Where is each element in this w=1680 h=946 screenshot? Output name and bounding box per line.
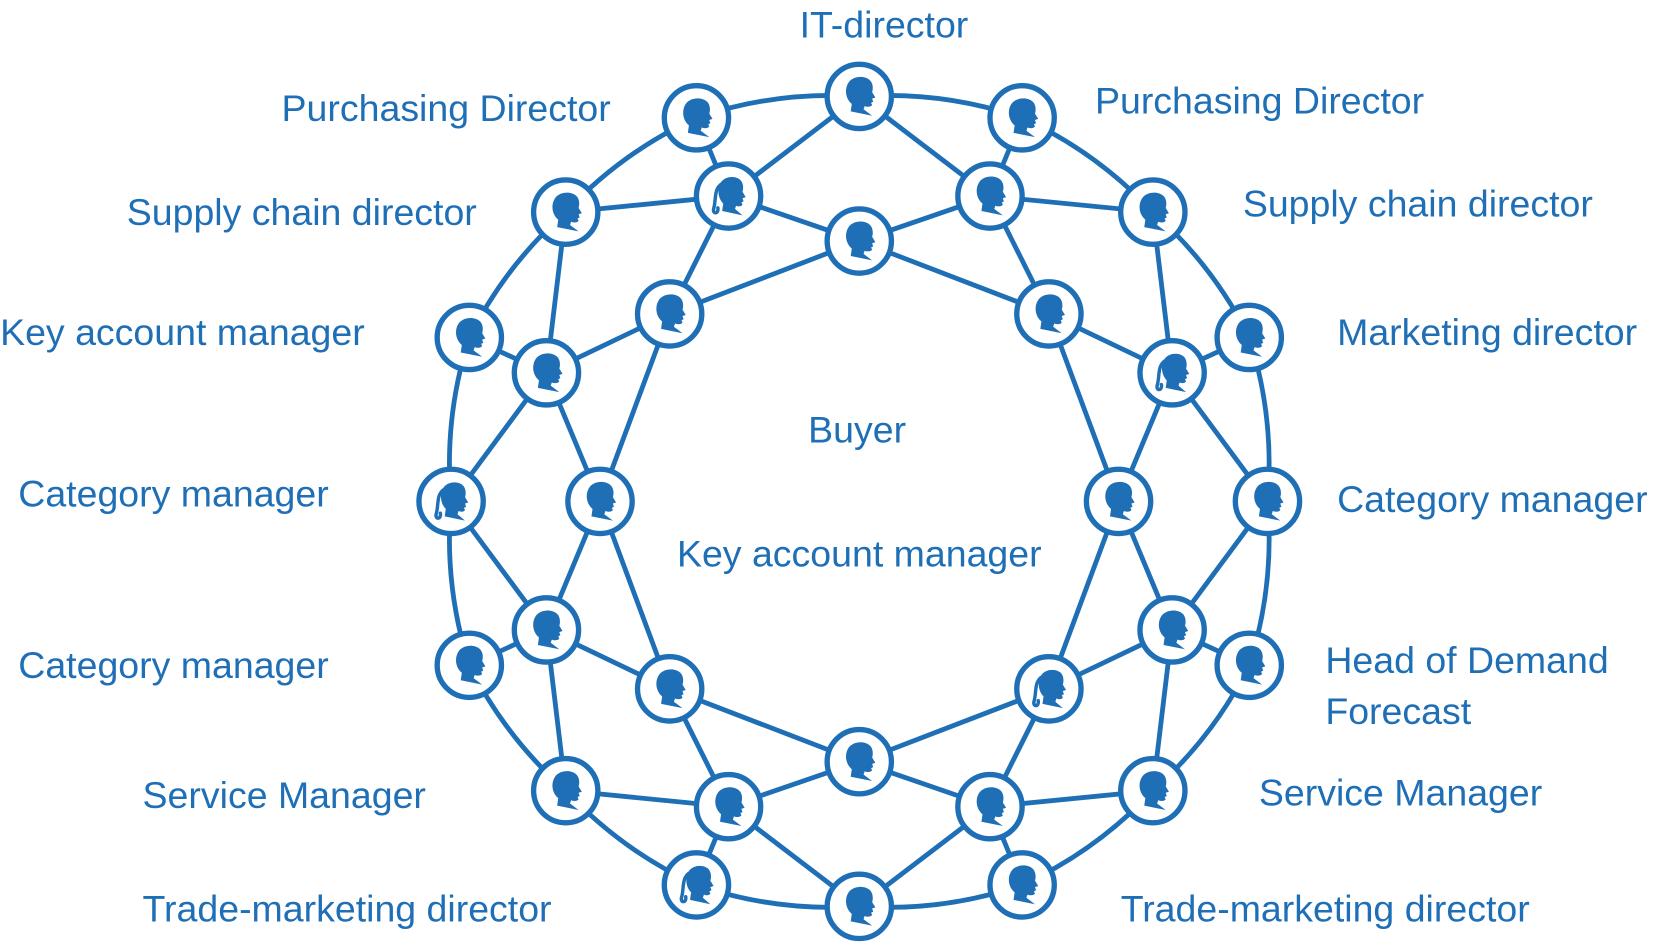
inner-node (824, 206, 895, 276)
inner-node (1014, 654, 1084, 724)
inner-node (634, 279, 705, 349)
male-person-icon (656, 294, 686, 334)
outer-node (434, 302, 505, 373)
inner-node (1083, 466, 1154, 537)
outer-node (1232, 466, 1303, 537)
male-person-icon (456, 317, 486, 357)
male-person-icon (1035, 294, 1065, 334)
middle-node (955, 161, 1025, 231)
center-label-key-account-manager: Key account manager (677, 533, 1042, 575)
label-right-forecast: Forecast (1325, 690, 1471, 732)
middle-node (693, 161, 764, 231)
male-person-icon (533, 610, 563, 650)
label-right-trade-marketing-director: Trade-marketing director (1121, 887, 1530, 929)
male-person-icon (1254, 481, 1284, 521)
nodes (416, 61, 1303, 942)
female-person-icon (1155, 353, 1190, 393)
outer-node (1214, 302, 1285, 373)
middle-node (693, 771, 764, 842)
male-person-icon (586, 481, 617, 521)
male-person-icon (845, 221, 876, 261)
middle-node (955, 771, 1025, 842)
male-person-icon (1235, 317, 1266, 357)
label-left-trade-marketing-director: Trade-marketing director (143, 887, 552, 929)
male-person-icon (1105, 481, 1135, 521)
outer-node (434, 630, 505, 701)
male-person-icon (1008, 865, 1039, 905)
female-person-icon (679, 865, 714, 905)
label-left-service-manager: Service Manager (143, 774, 426, 816)
label-right-purchasing-director: Purchasing Director (1095, 80, 1424, 122)
label-left-key-account-manager: Key account manager (0, 311, 365, 353)
outer-node (661, 83, 732, 153)
outer-node (1118, 177, 1188, 247)
female-person-icon (711, 176, 746, 216)
male-person-icon (1235, 645, 1266, 685)
male-person-icon (456, 645, 486, 685)
label-left-category-manager-2: Category manager (18, 644, 328, 686)
label-it-director: IT-director (800, 3, 969, 45)
label-left-purchasing-director: Purchasing Director (282, 87, 611, 129)
middle-node (511, 338, 582, 408)
inner-node (824, 726, 895, 797)
male-person-icon (552, 192, 582, 232)
male-person-icon (552, 771, 582, 810)
outer-node (416, 466, 486, 537)
middle-node (1137, 338, 1207, 408)
male-person-icon (1139, 771, 1169, 810)
outer-node (824, 61, 895, 132)
middle-node (1137, 595, 1207, 665)
male-person-icon (1008, 98, 1039, 138)
outer-node (530, 177, 601, 247)
outer-node (987, 850, 1057, 920)
middle-node (511, 595, 582, 665)
label-left-category-manager-1: Category manager (18, 473, 328, 515)
label-right-service-manager: Service Manager (1259, 772, 1542, 814)
center-label-buyer: Buyer (808, 408, 906, 450)
inner-node (634, 654, 705, 724)
inner-node (1014, 279, 1084, 349)
male-person-icon (845, 76, 876, 116)
male-person-icon (656, 669, 686, 709)
outer-node (824, 871, 895, 942)
label-right-supply-chain-director: Supply chain director (1243, 182, 1593, 224)
label-left-supply-chain-director: Supply chain director (127, 191, 477, 233)
male-person-icon (1139, 192, 1169, 232)
label-right-head-of-demand: Head of Demand (1325, 639, 1608, 681)
outer-node (987, 83, 1057, 153)
label-right-category-manager: Category manager (1337, 478, 1647, 520)
outer-node (530, 755, 601, 826)
outer-node (1118, 755, 1188, 826)
male-person-icon (683, 98, 713, 138)
inner-node (565, 466, 635, 537)
label-right-marketing-director: Marketing director (1337, 311, 1637, 353)
male-person-icon (845, 886, 876, 926)
male-person-icon (976, 176, 1007, 216)
male-person-icon (715, 787, 745, 827)
female-person-icon (434, 482, 469, 521)
outer-node (661, 850, 732, 920)
male-person-icon (845, 742, 876, 782)
male-person-icon (976, 787, 1007, 827)
male-person-icon (1158, 610, 1189, 650)
outer-node (1214, 630, 1285, 701)
female-person-icon (1032, 669, 1067, 709)
male-person-icon (533, 353, 563, 393)
